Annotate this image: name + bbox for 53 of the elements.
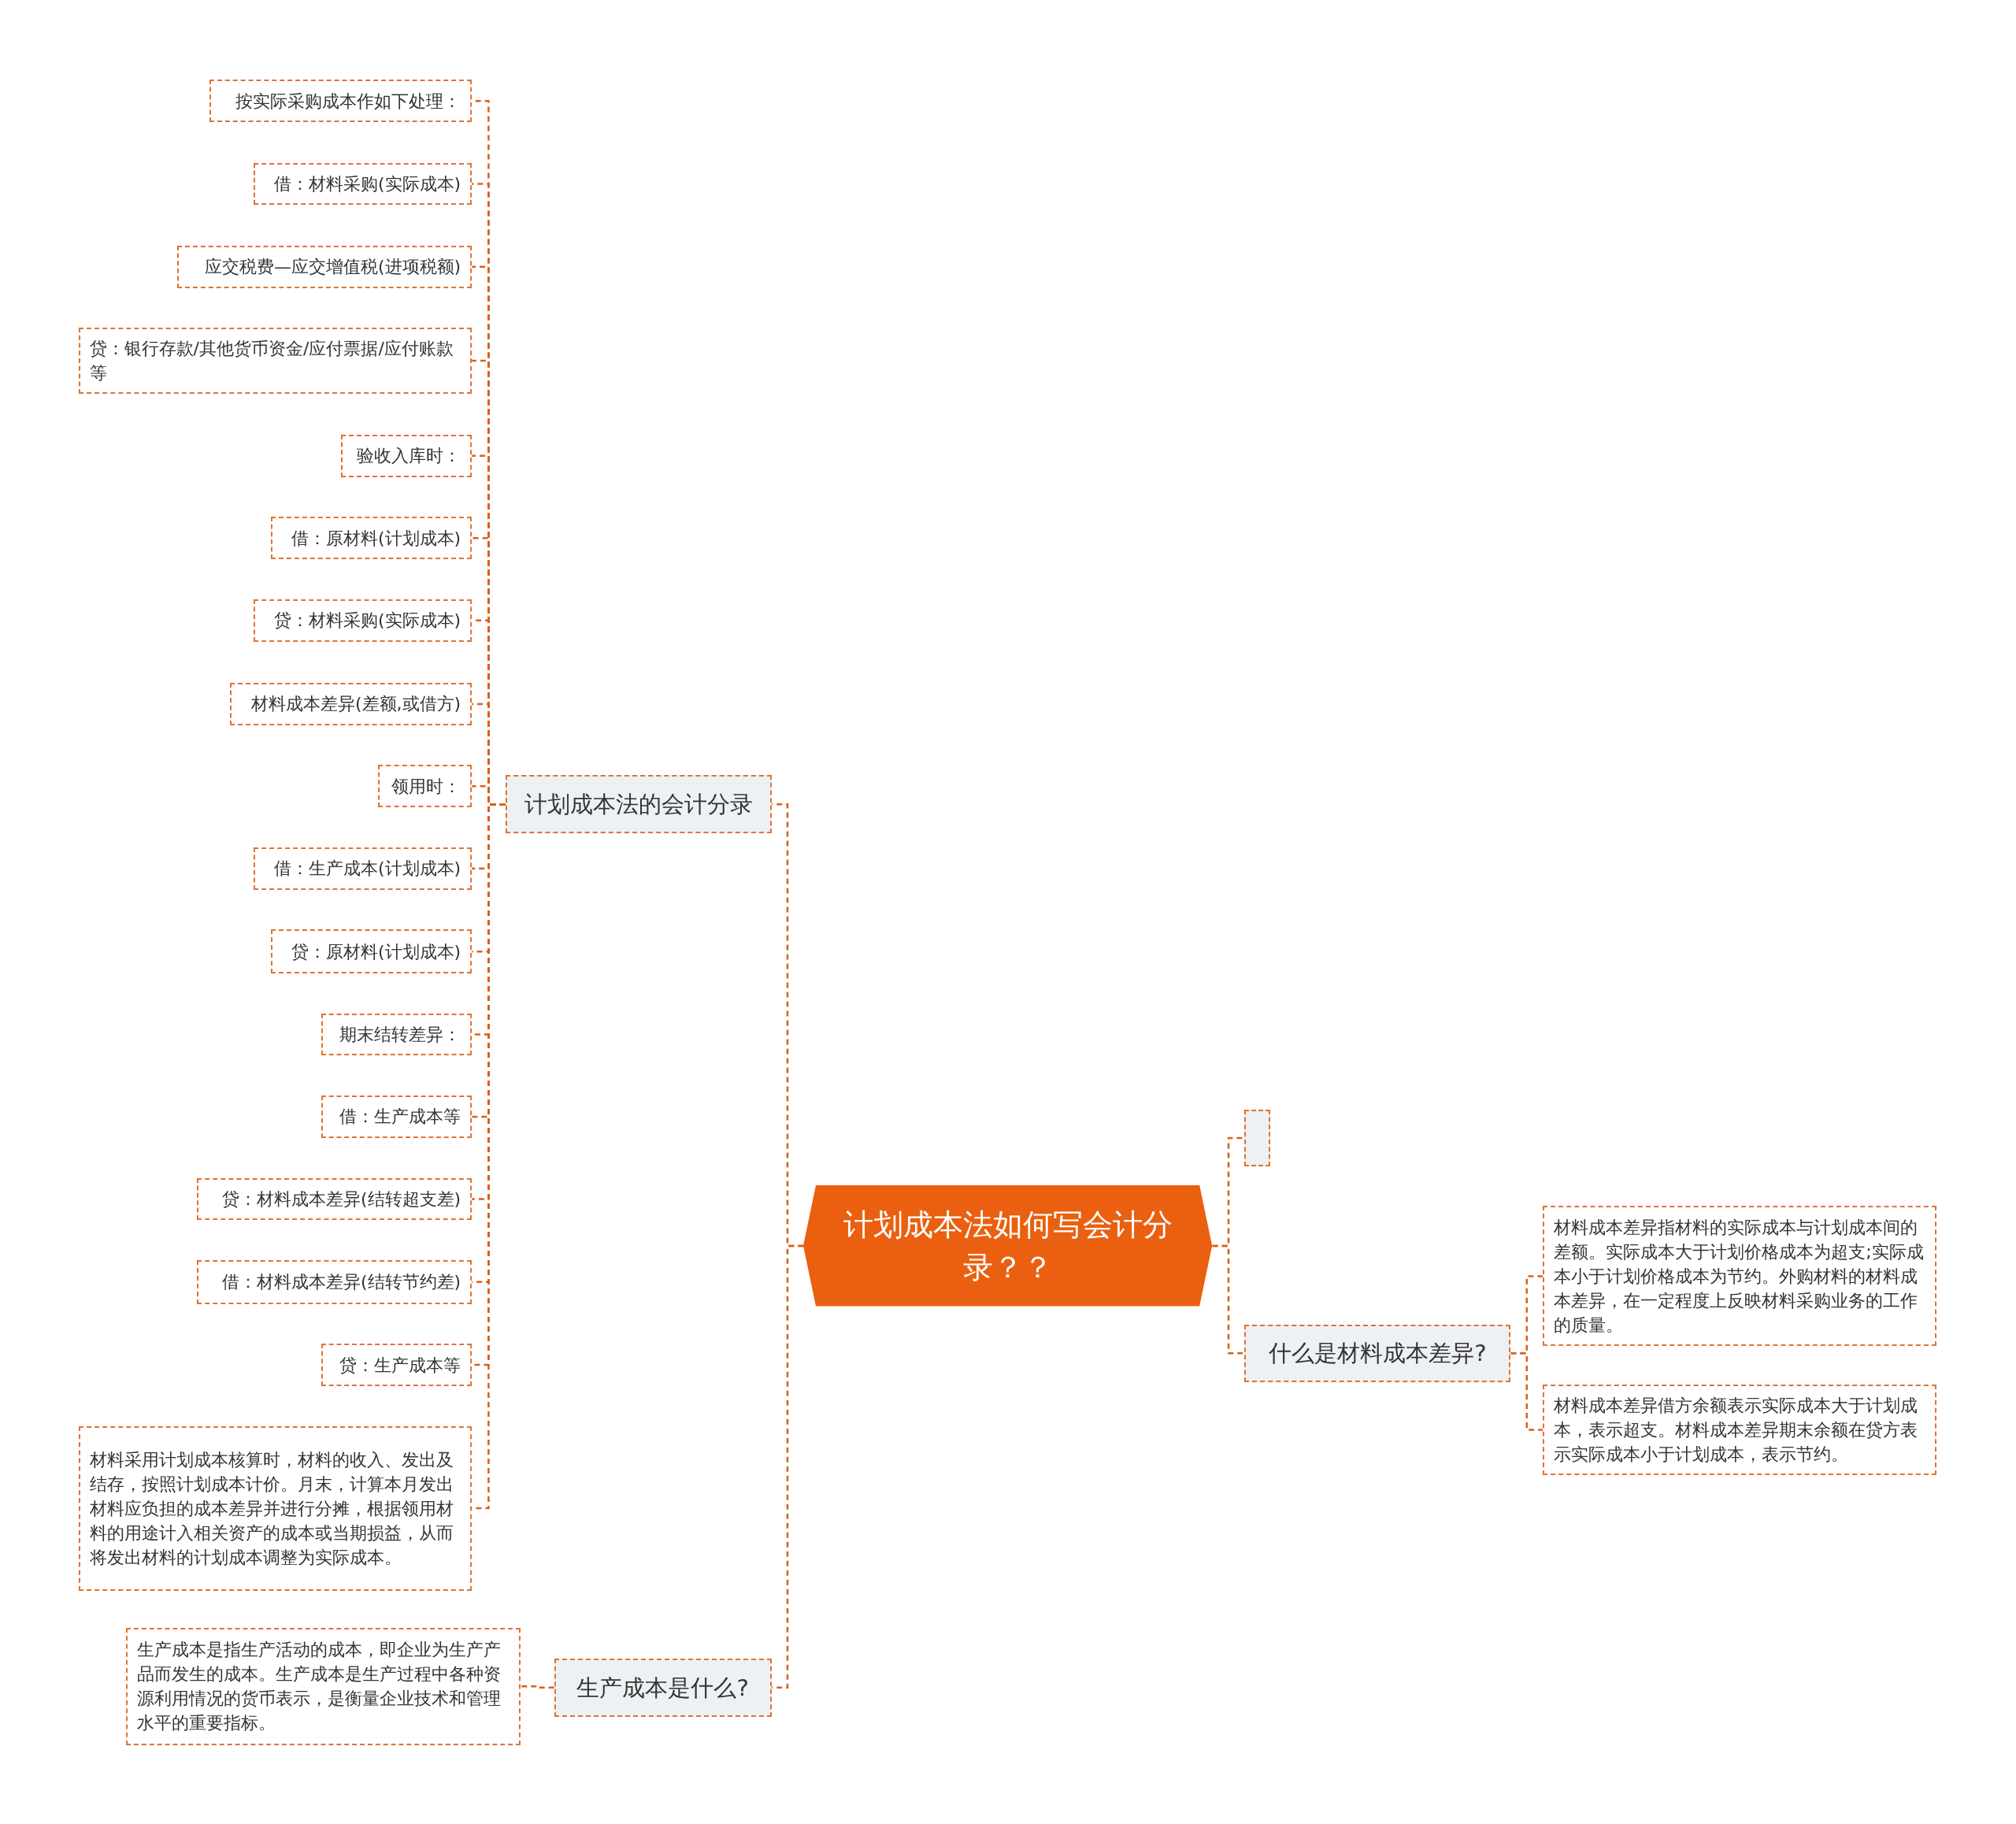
topic-text: 什么是材料成本差异? (1269, 1339, 1487, 1369)
subtopic-box (321, 1096, 472, 1138)
topic-text: 借：生产成本等 (339, 1106, 461, 1129)
topic-text: 生产成本是什么? (576, 1673, 749, 1703)
topic-text: 贷：材料成本差异(结转超支差) (222, 1188, 461, 1210)
subtopic-box (271, 929, 472, 973)
connector-line (771, 1244, 804, 1689)
subtopic-box (321, 1013, 472, 1056)
subtopic-box (230, 682, 472, 725)
subtopic-box (378, 765, 472, 808)
subtopic-box (126, 1627, 521, 1745)
topic-text: 借：原材料(计划成本) (291, 527, 461, 550)
subtopic-box (253, 163, 472, 205)
subtopic-box (253, 847, 472, 890)
topic-text: 贷：材料采购(实际成本) (274, 610, 461, 632)
subtopic-box (321, 1344, 472, 1386)
subtopic-box (209, 80, 472, 123)
subtopic-box (1543, 1385, 1936, 1475)
subtopic-box (78, 1425, 472, 1591)
topic-text: 借：生产成本(计划成本) (274, 858, 461, 880)
central-topic-hexagon (803, 1185, 1213, 1307)
topic-text: 贷：生产成本等 (339, 1354, 461, 1377)
branch-topic-box (1244, 1324, 1511, 1383)
connector-line (521, 1685, 554, 1689)
topic-text: 计划成本法的会计分录 (524, 790, 753, 820)
topic-text: 材料采用计划成本核算时，材料的收入、发出及结存，按照计划成本计价。月末，计算本月发出材料应负担的成本差异并进行分摊，根据领用材料的用途计入相关资产的成本或当期损益，从而将发出材料的计划成本调整为实际成本。 (89, 1448, 454, 1569)
subtopic-box (78, 328, 472, 394)
topic-text: 按实际采购成本作如下处理： (235, 90, 461, 113)
topic-text: 借：材料采购(实际成本) (274, 172, 461, 195)
topic-text: 期末结转差异： (339, 1023, 461, 1046)
topic-text: 贷：原材料(计划成本) (291, 940, 461, 963)
connector-line (1510, 1352, 1544, 1431)
topic-text: 应交税费—应交增值税(进项税额) (205, 256, 461, 279)
branch-topic-box (554, 1659, 772, 1717)
topic-text: 贷：银行存款/其他货币资金/应付票据/应付账款等 (89, 337, 454, 384)
subtopic-box (1543, 1206, 1936, 1347)
subtopic-box (271, 517, 472, 560)
branch-topic-box (505, 775, 772, 833)
subtopic-box (253, 599, 472, 642)
subtopic-box (177, 245, 472, 288)
topic-text: 生产成本是指生产活动的成本，即企业为生产产品而发生的成本。生产成本是生产过程中各种资源利用情况的货币表示，是衡量企业技术和管理水平的重要指标。 (137, 1639, 502, 1735)
topic-text: 借：材料成本差异(结转节约差) (222, 1271, 461, 1294)
topic-text: 材料成本差异指材料的实际成本与计划成本间的差额。实际成本大于计划价格成本为超支;实际成本小于计划价格成本为节约。外购材料的材料成本差异，在一定程度上反映材料采购业务的工作的质量。 (1554, 1216, 1925, 1336)
subtopic-box (196, 1260, 472, 1304)
topic-text: 材料成本差异借方余额表示实际成本大于计划成本，表示超支。材料成本差异期末余额在贷方表示实际成本小于计划成本，表示节约。 (1554, 1395, 1919, 1466)
topic-text: 材料成本差异(差额,或借方) (251, 693, 461, 716)
subtopic-box (196, 1177, 472, 1221)
subtopic-box (340, 434, 472, 477)
topic-text: 领用时： (391, 775, 461, 798)
topic-text: 验收入库时： (357, 445, 461, 468)
connector-line (1212, 1244, 1245, 1355)
topic-text: 计划成本法如何写会计分录？？ (843, 1207, 1173, 1287)
empty-topic-box (1244, 1109, 1271, 1166)
